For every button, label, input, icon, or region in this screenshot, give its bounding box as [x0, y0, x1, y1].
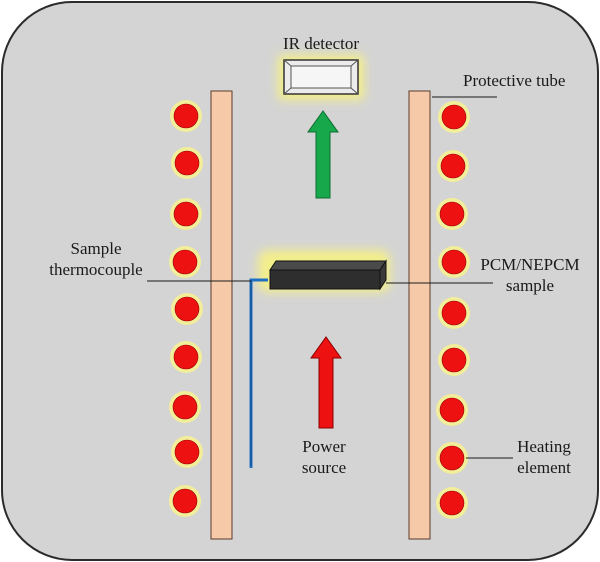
sample-thermocouple-label-line2: thermocouple	[49, 260, 143, 279]
radiation-arrow-icon	[307, 110, 339, 199]
sample-thermocouple-label-line1: Sample	[70, 239, 122, 258]
protective-tube-label: Protective tube	[463, 71, 566, 90]
heating-elements-right	[436, 101, 470, 519]
heating-element-label: Heating element	[498, 436, 590, 478]
pcm-sample-label-line2: sample	[505, 276, 555, 295]
sample-thermocouple-label: Sample thermocouple	[36, 238, 156, 280]
power-arrow-icon	[310, 336, 342, 429]
pcm-sample-label-line1: PCM/NEPCM	[480, 255, 580, 274]
ir-detector-label: IR detector	[283, 34, 359, 53]
protective-tube-left	[210, 90, 233, 540]
power-source-label: Power source	[276, 436, 372, 478]
power-source-label-line1: Power	[302, 437, 346, 456]
protective-tube-right	[408, 90, 431, 540]
heating-element-label-line2: element	[517, 458, 571, 477]
heating-elements-left	[169, 100, 203, 517]
power-source-label-line2: source	[301, 458, 347, 477]
pcm-sample	[258, 250, 390, 292]
ir-detector	[278, 55, 364, 100]
sample-thermocouple	[249, 278, 268, 468]
heating-element-label-line1: Heating	[517, 437, 571, 456]
pcm-sample-label: PCM/NEPCM sample	[472, 254, 588, 296]
